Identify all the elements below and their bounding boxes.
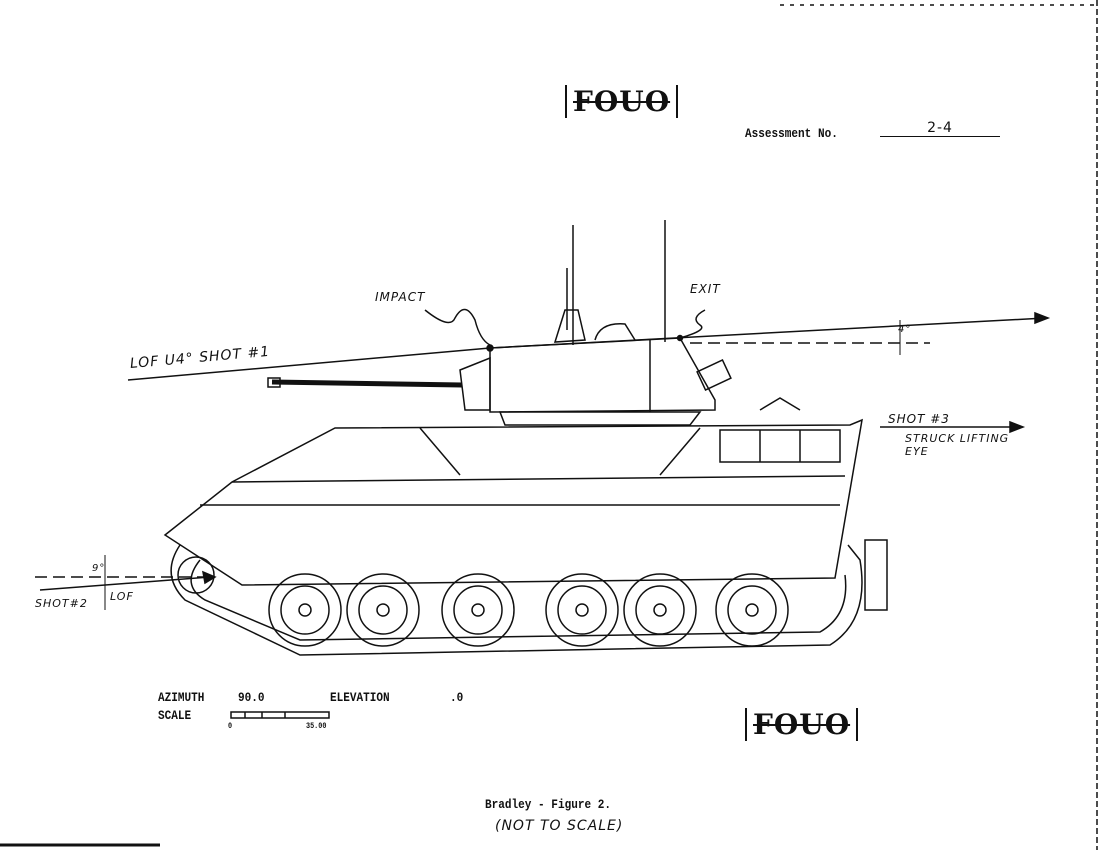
- shot2-angle: 9°: [92, 563, 106, 574]
- shot3-label: SHOT #3: [888, 412, 950, 426]
- exit-leader: [679, 309, 706, 339]
- drive-sprocket: [177, 556, 215, 594]
- shot2-lof: LOF: [110, 590, 134, 603]
- elevation-label: ELEVATION: [330, 690, 390, 705]
- scale-max: 35.00: [306, 722, 327, 731]
- assessment-number: 2-4: [880, 120, 1000, 137]
- impact-label: IMPACT: [375, 290, 426, 304]
- scale-min: 0: [228, 722, 233, 731]
- azimuth-label: AZIMUTH: [158, 690, 205, 705]
- arrowhead-icon: [202, 570, 217, 585]
- arrowhead-icon: [1009, 420, 1026, 434]
- scale-bar: [230, 711, 330, 719]
- scale-label: SCALE: [158, 708, 192, 723]
- fouo-stamp-bottom: FOUO: [745, 708, 859, 741]
- fouo-stamp-top: FOUO: [565, 85, 679, 118]
- shot1-angle: 4°: [898, 324, 912, 335]
- impact-leader: [424, 308, 491, 346]
- figure-note: (NOT TO SCALE): [495, 818, 624, 834]
- assessment-label: Assessment No.: [745, 126, 838, 141]
- stowage-box: [719, 429, 841, 463]
- periscope: [553, 309, 586, 343]
- cannon: [271, 379, 463, 388]
- track: [170, 544, 863, 656]
- exit-label: EXIT: [690, 282, 721, 296]
- hull: [163, 418, 863, 586]
- shot3-note-1: STRUCK LIFTING: [905, 432, 1010, 445]
- elevation-value: .0: [450, 690, 464, 705]
- road-wheels: [268, 573, 789, 647]
- turret: [489, 337, 716, 413]
- shot1-exit-line: [489, 317, 1046, 349]
- shot1-line: [127, 347, 491, 381]
- shot3-note-2: EYE: [905, 445, 929, 458]
- shot2-label: SHOT#2: [35, 597, 88, 610]
- arrowhead-icon: [1034, 311, 1051, 325]
- azimuth-value: 90.0: [238, 690, 265, 705]
- figure-caption: Bradley - Figure 2.: [485, 797, 611, 812]
